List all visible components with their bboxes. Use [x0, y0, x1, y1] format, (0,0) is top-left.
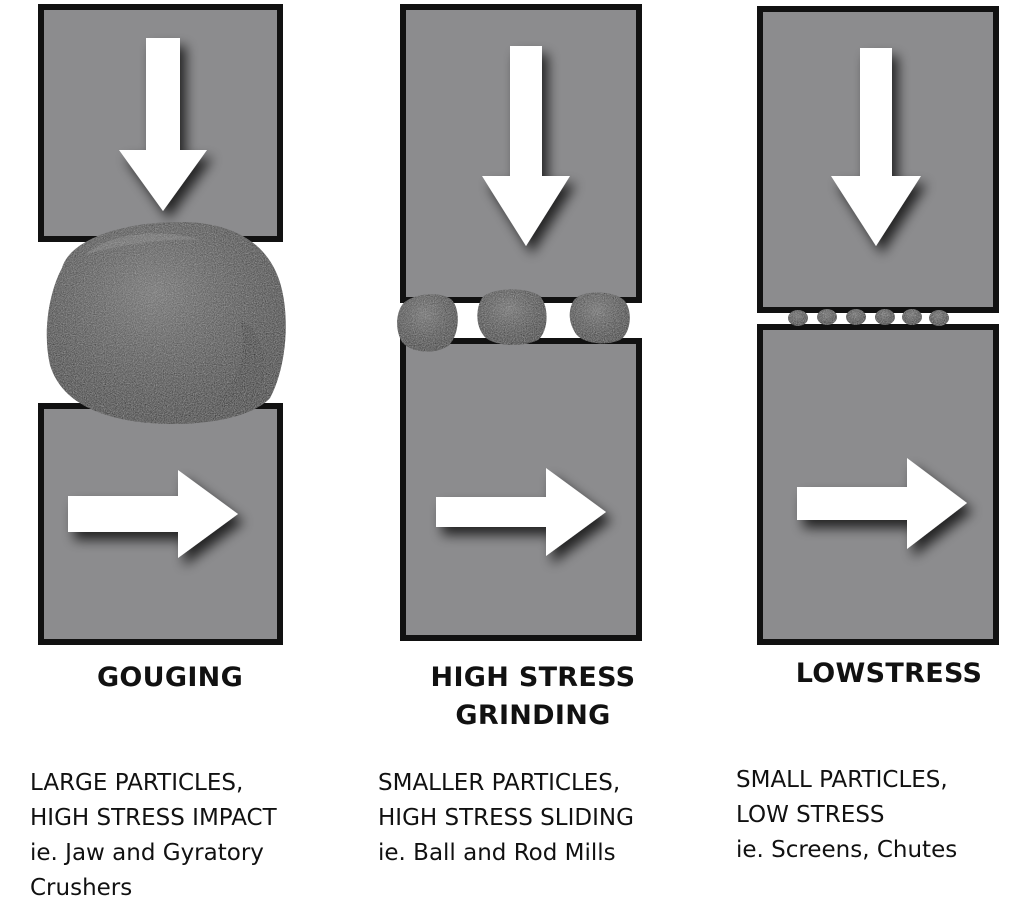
arrow-down-icon — [482, 46, 570, 246]
panel-high-stress-grinding — [397, 4, 642, 641]
panel-description-gouging: LARGE PARTICLES, HIGH STRESS IMPACT ie. … — [30, 766, 277, 906]
arrow-right-icon — [68, 470, 238, 558]
desc-line: LARGE PARTICLES, — [30, 770, 244, 796]
desc-line: SMALL PARTICLES, — [736, 767, 948, 793]
panel-title-gouging: GOUGING — [60, 659, 280, 697]
desc-line: HIGH STRESS IMPACT — [30, 805, 277, 831]
desc-line: HIGH STRESS SLIDING — [378, 805, 634, 831]
arrow-right-icon — [797, 458, 967, 549]
bottom-block — [400, 338, 642, 641]
title-line: HIGH STRESS — [430, 662, 636, 693]
desc-line: SMALLER PARTICLES, — [378, 770, 621, 796]
small-particles — [788, 309, 949, 326]
bottom-block — [757, 324, 999, 645]
desc-line: LOW STRESS — [736, 802, 885, 828]
title-line: GOUGING — [96, 662, 244, 693]
panel-low-stress — [757, 6, 999, 645]
title-line: LOWSTRESS — [795, 658, 983, 689]
arrow-down-icon — [831, 48, 921, 246]
large-particle — [46, 222, 286, 424]
desc-line: Crushers — [30, 875, 133, 901]
arrow-right-icon — [436, 468, 606, 556]
panel-description-high-stress-grinding: SMALLER PARTICLES, HIGH STRESS SLIDING i… — [378, 766, 634, 871]
arrow-down-icon — [119, 38, 207, 211]
panel-gouging — [38, 4, 286, 645]
panel-title-high-stress-grinding: HIGH STRESS GRINDING — [408, 659, 658, 735]
medium-particles — [397, 289, 630, 352]
desc-line: ie. Jaw and Gyratory — [30, 840, 264, 866]
panel-title-low-stress: LOWSTRESS — [770, 655, 1008, 693]
title-line: GRINDING — [455, 700, 611, 731]
panel-description-low-stress: SMALL PARTICLES, LOW STRESS ie. Screens,… — [736, 763, 957, 868]
desc-line: ie. Screens, Chutes — [736, 837, 958, 863]
desc-line: ie. Ball and Rod Mills — [378, 840, 616, 866]
